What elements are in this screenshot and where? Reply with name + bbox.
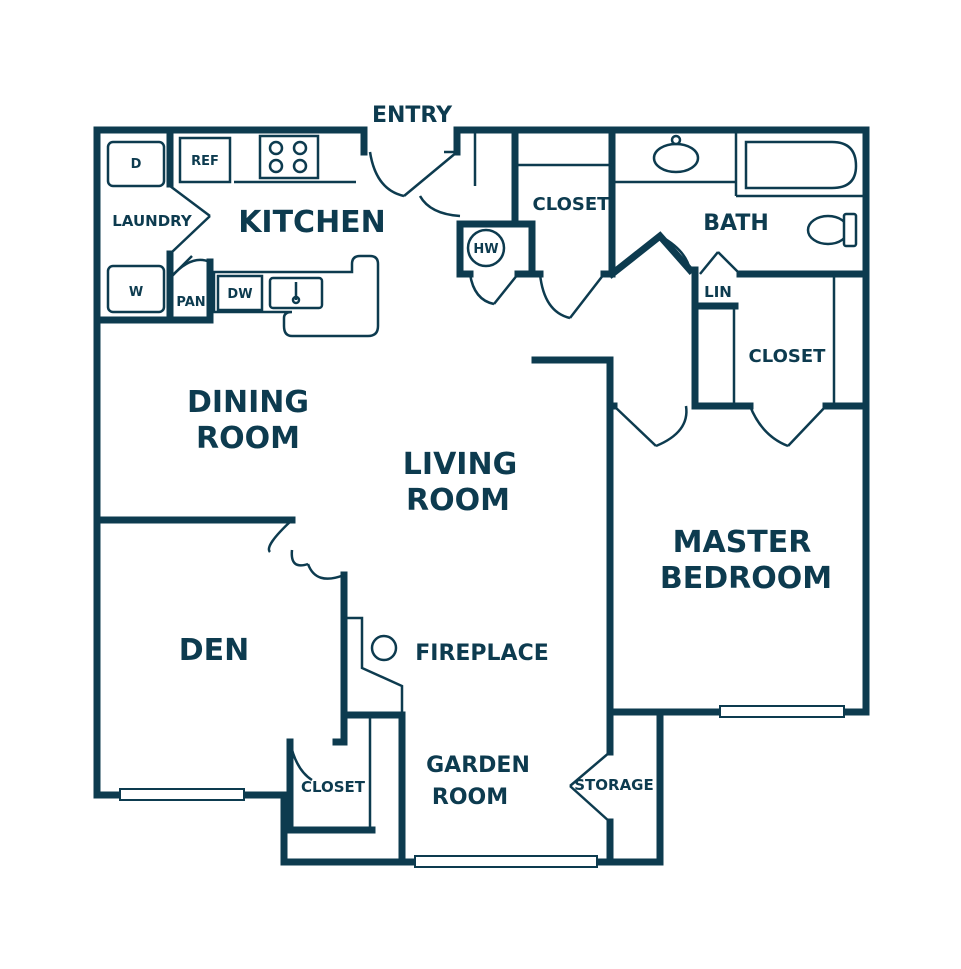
label-kitchen: KITCHEN bbox=[238, 205, 386, 240]
window-master bbox=[719, 705, 845, 718]
label-garden-2: ROOM bbox=[432, 785, 508, 810]
refrigerator bbox=[178, 136, 232, 184]
label-hw: HW bbox=[473, 242, 498, 257]
label-master-2: BEDROOM bbox=[660, 561, 832, 596]
entry-door bbox=[368, 150, 461, 218]
label-pan: PAN bbox=[176, 295, 205, 310]
label-storage: STORAGE bbox=[574, 776, 654, 794]
label-living-1: LIVING bbox=[403, 447, 517, 482]
label-dw: DW bbox=[227, 287, 252, 302]
faucet-icon bbox=[670, 134, 682, 146]
burner-icon bbox=[292, 140, 308, 156]
toilet bbox=[806, 214, 850, 246]
bathtub bbox=[744, 140, 858, 190]
toilet-tank bbox=[842, 212, 858, 248]
window-den bbox=[119, 788, 245, 801]
burner-icon bbox=[268, 140, 284, 156]
burner-icon bbox=[268, 158, 284, 174]
exterior-walls bbox=[93, 126, 870, 866]
window-garden bbox=[414, 855, 598, 868]
label-master-1: MASTER bbox=[673, 525, 812, 560]
fireplace bbox=[344, 616, 404, 715]
label-washer: W bbox=[129, 285, 143, 300]
water-heater bbox=[466, 228, 506, 268]
label-den: DEN bbox=[179, 633, 250, 668]
kitchen-fixtures bbox=[106, 134, 380, 338]
doors bbox=[171, 150, 827, 823]
label-closet-hall: CLOSET bbox=[533, 194, 611, 215]
range bbox=[258, 134, 320, 180]
label-dryer: D bbox=[131, 157, 142, 172]
label-ref: REF bbox=[191, 154, 219, 169]
closet-lines bbox=[368, 130, 836, 830]
dishwasher bbox=[216, 274, 264, 312]
bath-sink bbox=[652, 142, 700, 174]
label-bath: BATH bbox=[703, 211, 769, 236]
faucet-icon bbox=[291, 295, 301, 305]
label-living-2: ROOM bbox=[406, 483, 510, 518]
fireplace-circle bbox=[370, 634, 398, 662]
label-fireplace: FIREPLACE bbox=[415, 641, 549, 666]
label-dining-2: ROOM bbox=[196, 421, 300, 456]
washer bbox=[106, 264, 166, 314]
label-lin: LIN bbox=[704, 283, 732, 301]
labels: ENTRY KITCHEN LAUNDRY D W REF PAN DW HW … bbox=[112, 103, 832, 810]
windows bbox=[119, 705, 845, 868]
label-closet-den: CLOSET bbox=[301, 778, 366, 796]
label-closet-master: CLOSET bbox=[749, 346, 827, 367]
label-dining-1: DINING bbox=[187, 385, 309, 420]
bath-fixtures bbox=[612, 130, 866, 248]
burner-icon bbox=[292, 158, 308, 174]
label-garden-1: GARDEN bbox=[426, 753, 530, 778]
label-entry: ENTRY bbox=[372, 103, 453, 128]
dryer bbox=[106, 140, 166, 188]
label-laundry: LAUNDRY bbox=[112, 212, 193, 230]
